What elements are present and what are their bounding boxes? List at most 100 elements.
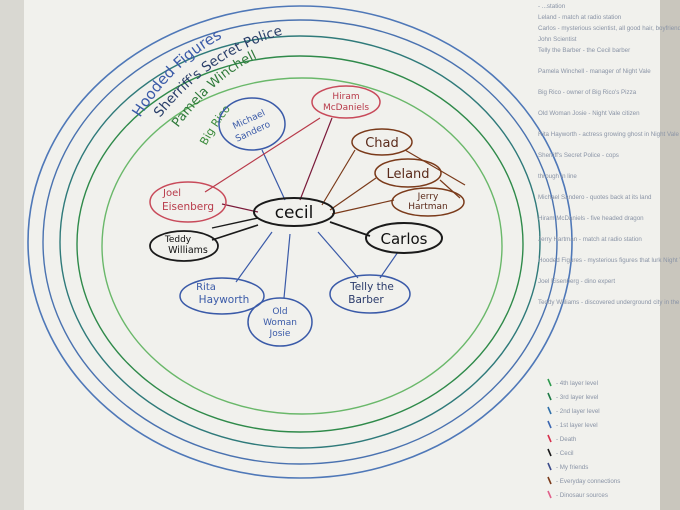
legend-label: - 4th layer level [556, 380, 598, 387]
node-hiram-label-2: McDaniels [323, 103, 369, 113]
ring-outer [27, 5, 573, 479]
legend-label: - Dinosaur sources [556, 492, 608, 499]
node-cecil: cecil [253, 197, 335, 227]
note-entry: Old Woman Josie - Night Vale citizen [538, 110, 640, 117]
line-cecil-teddy [211, 224, 259, 241]
node-cecil-shape [253, 197, 335, 227]
node-joel-label-1: Joel [162, 188, 181, 199]
line-cecil-telly [317, 231, 359, 279]
note-entry: Teddy Williams - discovered underground … [538, 299, 680, 306]
legend-swatch [547, 490, 552, 499]
node-telly-label-1: Telly the [349, 281, 394, 293]
node-telly-label-2: Barber [348, 294, 384, 306]
legend-swatch [547, 420, 552, 429]
node-teddy-shape [149, 230, 219, 262]
node-rita-label-1: Rita [196, 282, 216, 293]
note-entry: - ...station [538, 3, 566, 10]
note-entry: Telly the Barber - the Cecil barber [538, 47, 630, 54]
note-entry: Rita Hayworth - actress growing ghost in… [538, 131, 679, 138]
legend-swatch [547, 476, 552, 485]
line-teddy-cecil2 [211, 217, 259, 229]
legend-swatch [547, 434, 552, 443]
node-telly-shape [329, 274, 411, 314]
node-teddy-label-1: Teddy [164, 235, 192, 245]
node-oldwoman-label-3: Josie [269, 329, 291, 339]
legend-swatch [547, 462, 552, 471]
node-carlos-shape [365, 222, 443, 254]
ring-inner [101, 77, 503, 415]
node-leland-shape [374, 158, 442, 188]
node-oldwoman-label-2: Woman [263, 318, 297, 328]
connection-lines [204, 117, 466, 299]
ring-outer-2 [42, 19, 558, 465]
node-chad-label: Chad [365, 136, 399, 151]
note-entry: John Scientist [538, 36, 577, 43]
node-chad: Chad [351, 128, 413, 156]
paper-right-shadow [660, 0, 680, 510]
node-rita-shape [179, 277, 265, 315]
legend-swatch [547, 378, 552, 387]
note-entry: Joel Eisenberg - dino expert [538, 278, 615, 285]
note-entry: Jerry Hartman - match at radio station [538, 236, 642, 243]
node-jerry-shape [391, 187, 465, 217]
note-entry: Hiram McDaniels - five headed dragon [538, 215, 644, 222]
node-cecil-label: cecil [275, 203, 314, 223]
line-leland-jerry [439, 179, 461, 199]
legend-label: - 2nd layer level [556, 408, 600, 415]
node-teddy-label-2: Williams [168, 245, 208, 256]
node-joel-label-2: Eisenberg [162, 201, 214, 213]
legend-label: - Cecil [556, 450, 574, 457]
legend-swatch [547, 392, 552, 401]
node-leland-label: Leland [386, 167, 429, 182]
note-entry: through in line [538, 173, 577, 180]
note-entry: Leland - match at radio station [538, 14, 622, 21]
line-cecil-leland [329, 177, 377, 211]
line-cecil-oldwoman [283, 233, 291, 299]
node-chad-shape [351, 128, 413, 156]
node-leland: Leland [374, 158, 442, 188]
node-rita-hayworth: Rita Hayworth [179, 277, 265, 315]
node-jerry-label-2: Hartman [408, 202, 448, 212]
node-carlos: Carlos [365, 222, 443, 254]
node-old-woman-josie: Old Woman Josie [247, 297, 313, 347]
legend-label: - Everyday connections [556, 478, 620, 485]
node-hiram-label-1: Hiram [332, 92, 359, 102]
line-cecil-carlos [329, 221, 371, 237]
legend-label: - 1st layer level [556, 422, 598, 429]
node-carlos-label: Carlos [381, 230, 428, 248]
note-entry: Big Rico - owner of Big Rico's Pizza [538, 89, 637, 96]
note-entry: Sherriff's Secret Police - cops [538, 152, 619, 159]
line-carlos-telly [379, 251, 399, 279]
legend-label: - My friends [556, 464, 588, 471]
legend-swatch [547, 406, 552, 415]
node-hiram-shape [311, 85, 381, 119]
line-cecil-hiram [299, 117, 333, 201]
line-cecil-chad [321, 149, 356, 206]
legend-label: - Death [556, 436, 577, 443]
legend-swatch [547, 448, 552, 457]
line-cecil-jerry [331, 199, 395, 215]
note-entry: Carlos - mysterious scientist, all good … [538, 25, 680, 32]
node-joel-eisenberg: Joel Eisenberg [149, 181, 227, 223]
node-hiram-mcdaniels: Hiram McDaniels [311, 85, 381, 119]
line-cecil-rita [235, 231, 273, 283]
ring-third [76, 55, 524, 433]
node-telly-the-barber: Telly the Barber [329, 274, 411, 314]
line-cecil-michael [261, 149, 286, 201]
line-cecil-joel [221, 203, 259, 213]
node-jerry-hartman: Jerry Hartman [391, 187, 465, 217]
note-entry: Hooded Figures - mysterious figures that… [538, 257, 680, 264]
node-oldwoman-label-1: Old [272, 307, 287, 317]
legend: - 4th layer level- 3rd layer level- 2nd … [547, 378, 620, 499]
note-entry: Pamela Winchell - manager of Night Vale [538, 68, 651, 75]
node-teddy-williams: Teddy Williams [149, 230, 219, 262]
ring-second [59, 35, 541, 449]
paper-left-edge [0, 0, 24, 510]
line-joel-hiram [204, 117, 321, 193]
node-rita-label-2: Hayworth [199, 294, 250, 306]
note-entry: Michael Sandero - quotes back at its lan… [538, 194, 652, 201]
line-chad-leland [404, 149, 466, 186]
